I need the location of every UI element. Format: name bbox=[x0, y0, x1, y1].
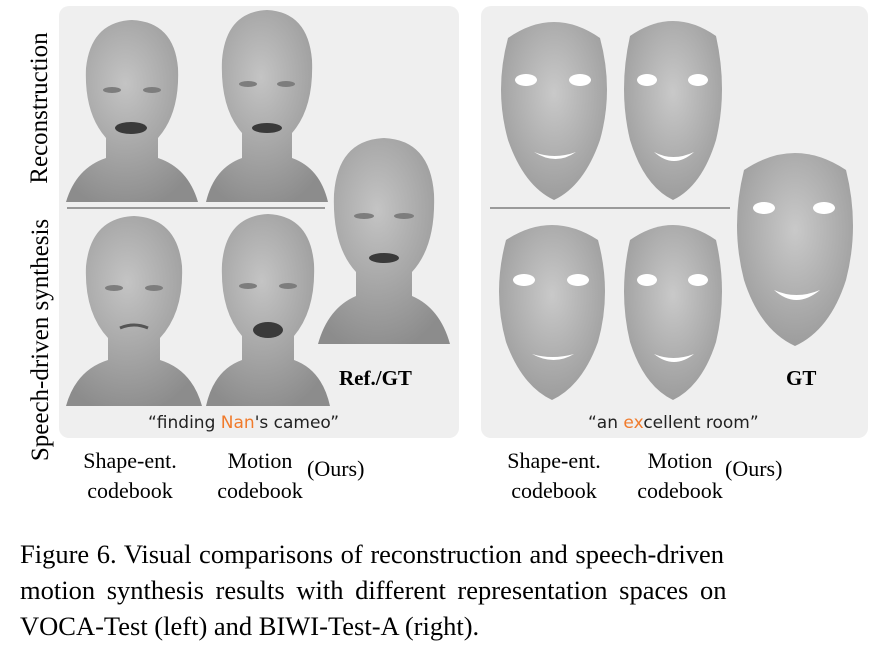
left-shape-col-label: Shape-ent. codebook bbox=[70, 446, 190, 506]
voca-synth-motion-mesh bbox=[206, 214, 330, 406]
shape-label-line2: codebook bbox=[87, 478, 173, 503]
biwi-recon-motion-mask bbox=[624, 21, 722, 200]
biwi-synth-motion-mask bbox=[624, 225, 722, 400]
motion-label-line1: Motion bbox=[647, 448, 713, 473]
motion-label-line2: codebook bbox=[217, 478, 303, 503]
right-shape-col-label: Shape-ent. codebook bbox=[494, 446, 614, 506]
voca-quote: “finding Nan's cameo” bbox=[148, 413, 339, 433]
voca-gt-mesh bbox=[318, 138, 450, 344]
left-motion-col-label: Motion codebook bbox=[200, 446, 320, 506]
biwi-recon-shape-mask bbox=[501, 22, 607, 200]
voca-quote-open: “finding bbox=[148, 413, 221, 433]
voca-recon-motion-mesh bbox=[206, 10, 328, 202]
left-ours-label: (Ours) bbox=[307, 456, 365, 481]
right-motion-col-label: Motion codebook bbox=[620, 446, 740, 506]
shape-label-line2: codebook bbox=[511, 478, 597, 503]
caption-line-1: Figure 6. Visual comparisons of reconstr… bbox=[20, 539, 725, 569]
figure-caption: Figure 6. Visual comparisons of reconstr… bbox=[20, 536, 870, 644]
motion-label-line2: codebook bbox=[637, 478, 723, 503]
row-label-synthesis: Speech-driven synthesis bbox=[27, 218, 54, 462]
biwi-quote-close: cellent room” bbox=[643, 413, 759, 433]
row-label-reconstruction: Reconstruction bbox=[26, 32, 53, 184]
voca-recon-shape-mesh bbox=[66, 20, 198, 202]
right-ours-label: (Ours) bbox=[725, 456, 783, 481]
biwi-quote-open: “an bbox=[588, 413, 624, 433]
voca-quote-highlight: Nan bbox=[220, 413, 255, 433]
biwi-gt-mask bbox=[737, 153, 853, 346]
caption-line-2: motion synthesis results with different … bbox=[20, 575, 727, 605]
voca-row-divider bbox=[67, 207, 325, 209]
biwi-synth-shape-mask bbox=[499, 225, 605, 400]
biwi-quote-highlight: ex bbox=[623, 413, 644, 433]
voca-quote-close: 's cameo” bbox=[254, 413, 340, 433]
biwi-gt-label: GT bbox=[786, 366, 817, 390]
shape-label-line1: Shape-ent. bbox=[83, 448, 177, 473]
biwi-quote: “an excellent room” bbox=[588, 413, 759, 433]
voca-synth-shape-mesh bbox=[66, 216, 202, 406]
voca-ref-label: Ref./GT bbox=[339, 366, 412, 390]
biwi-row-divider bbox=[490, 207, 730, 209]
shape-label-line1: Shape-ent. bbox=[507, 448, 601, 473]
motion-label-line1: Motion bbox=[227, 448, 293, 473]
caption-line-3: VOCA-Test (left) and BIWI-Test-A (right)… bbox=[20, 611, 480, 641]
